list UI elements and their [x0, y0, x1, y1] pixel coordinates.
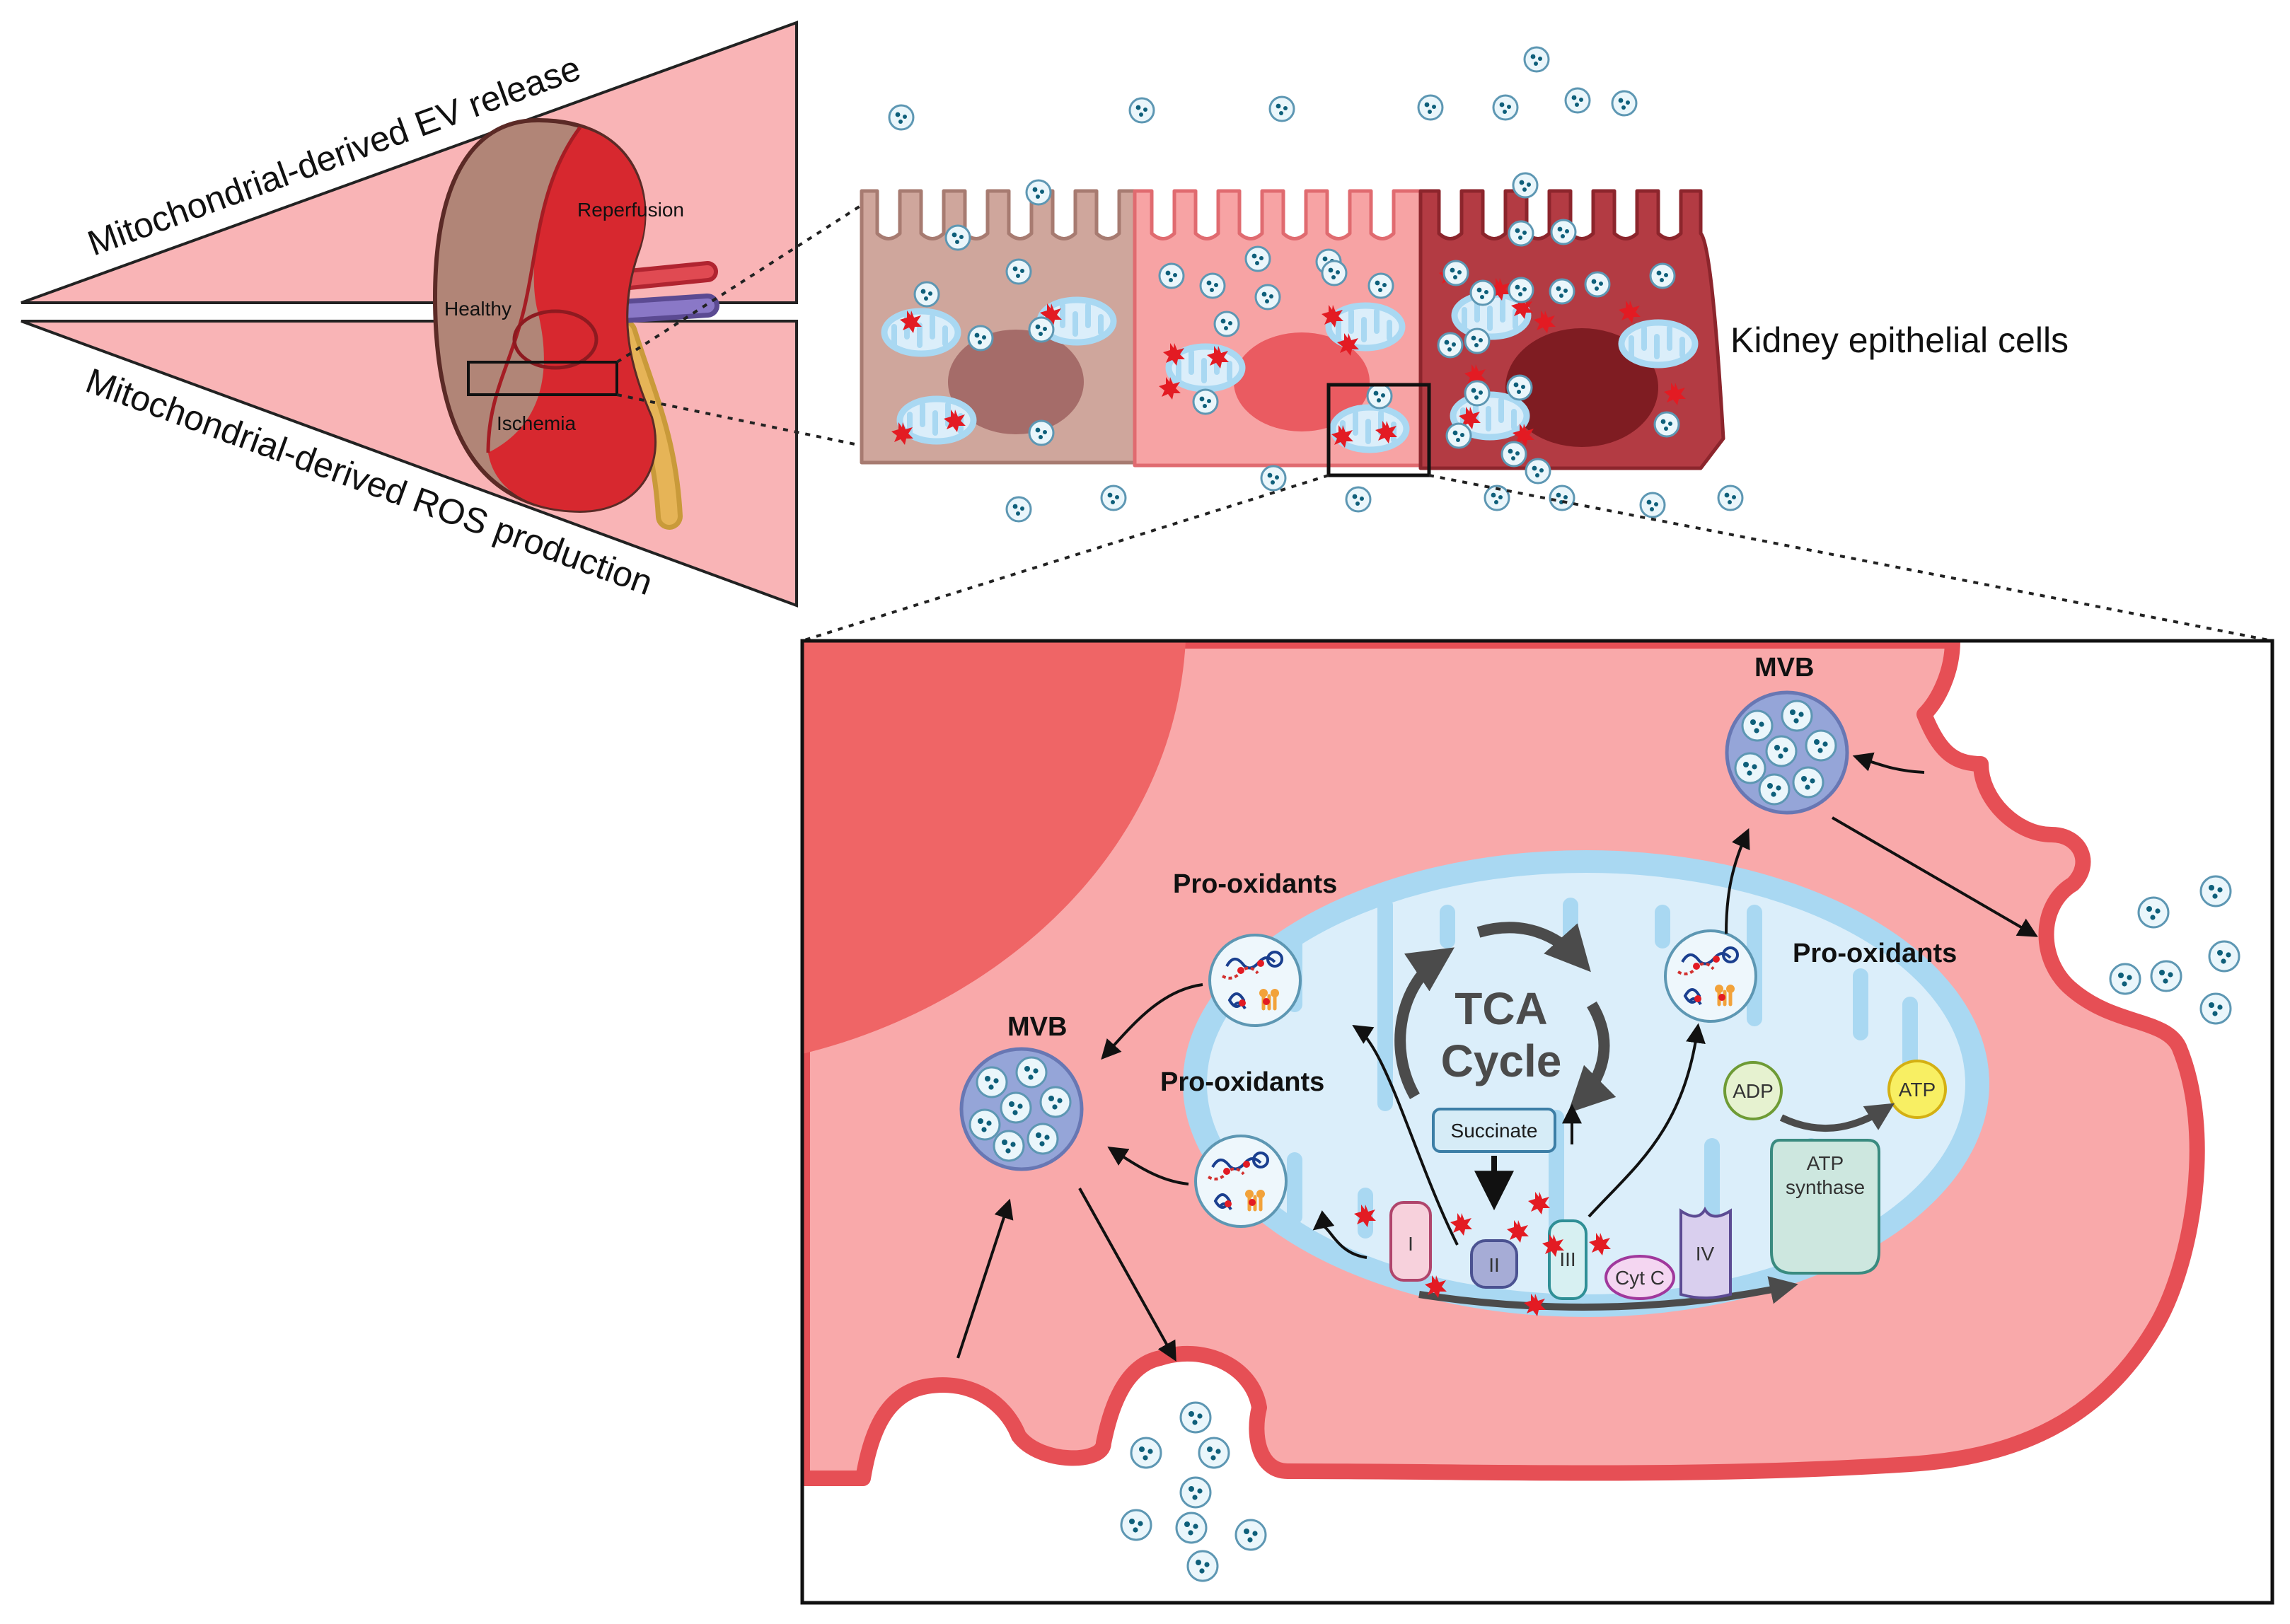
- atp-synthase: ATP synthase: [1770, 1139, 1880, 1275]
- cyt-c: Cyt C: [1604, 1255, 1675, 1300]
- label-mvb-left: MVB: [1007, 1012, 1067, 1042]
- wedge-ros-production: [21, 320, 798, 608]
- cell-zoom-box: [1326, 383, 1431, 477]
- label-reperfusion: Reperfusion: [577, 199, 684, 221]
- detail-panel-frame: [800, 639, 2274, 1605]
- mvb-top: [1727, 692, 1847, 813]
- complex-ii: II: [1470, 1239, 1518, 1289]
- cell-injured: [1133, 189, 1423, 468]
- atp: ATP: [1887, 1060, 1947, 1119]
- adp: ADP: [1723, 1061, 1783, 1120]
- mvb-left: [961, 1049, 1082, 1169]
- atp-synthase-label-line1: ATP: [1807, 1152, 1844, 1174]
- complex-i-label: I: [1408, 1233, 1413, 1255]
- cell-healthy: [860, 189, 1137, 465]
- tca-label-line2: Cycle: [1441, 1036, 1562, 1086]
- cell-damaged: [1418, 189, 1725, 470]
- succinate-label: Succinate: [1451, 1120, 1538, 1142]
- atp-synthase-label-line2: synthase: [1786, 1176, 1865, 1198]
- succinate-box: Succinate: [1432, 1108, 1556, 1153]
- label-healthy: Healthy: [444, 298, 511, 320]
- atp-synthesis-arrow: [1779, 1103, 1895, 1132]
- complex-iv-label: IV: [1696, 1243, 1715, 1265]
- cargo-vesicle-lower-left: [1196, 1136, 1286, 1226]
- label-kidney-epithelial-cells: Kidney epithelial cells: [1730, 320, 2069, 360]
- atp-label: ATP: [1899, 1079, 1936, 1101]
- kidney: [432, 117, 719, 530]
- kidney-zoom-box: [467, 361, 618, 396]
- complex-iii-label: III: [1559, 1248, 1575, 1270]
- tca-label-line1: TCA: [1455, 983, 1548, 1034]
- adp-label: ADP: [1733, 1080, 1774, 1102]
- proton-flow-arrow: [1418, 1276, 1798, 1311]
- tca-cycle-arrows: [1394, 922, 1617, 1113]
- cargo-vesicle-right: [1665, 931, 1756, 1021]
- trafficking-arrows: [956, 752, 2038, 1362]
- complex-iii: III: [1548, 1219, 1588, 1300]
- mitochondrion: TCA Cycle Succinate I II III Cyt C: [1183, 850, 1989, 1317]
- cargo-vesicle-upper-left: [1210, 935, 1300, 1026]
- zoom-lines-kidney: [615, 204, 863, 447]
- label-pro-oxidants-1: Pro-oxidants: [1173, 869, 1337, 899]
- label-mvb-top: MVB: [1754, 653, 1814, 683]
- label-ischemia: Ischemia: [497, 412, 576, 434]
- epithelial-cells: [860, 189, 1725, 477]
- label-pro-oxidants-2: Pro-oxidants: [1160, 1067, 1324, 1097]
- complex-iv: IV: [1679, 1206, 1732, 1299]
- complex-i: I: [1389, 1201, 1432, 1282]
- cyt-c-label: Cyt C: [1615, 1267, 1665, 1289]
- wedge-ev-release: [21, 21, 798, 304]
- label-pro-oxidants-3: Pro-oxidants: [1793, 939, 1957, 968]
- complex-ii-label: II: [1488, 1254, 1500, 1276]
- zoom-lines-cell: [802, 474, 2273, 642]
